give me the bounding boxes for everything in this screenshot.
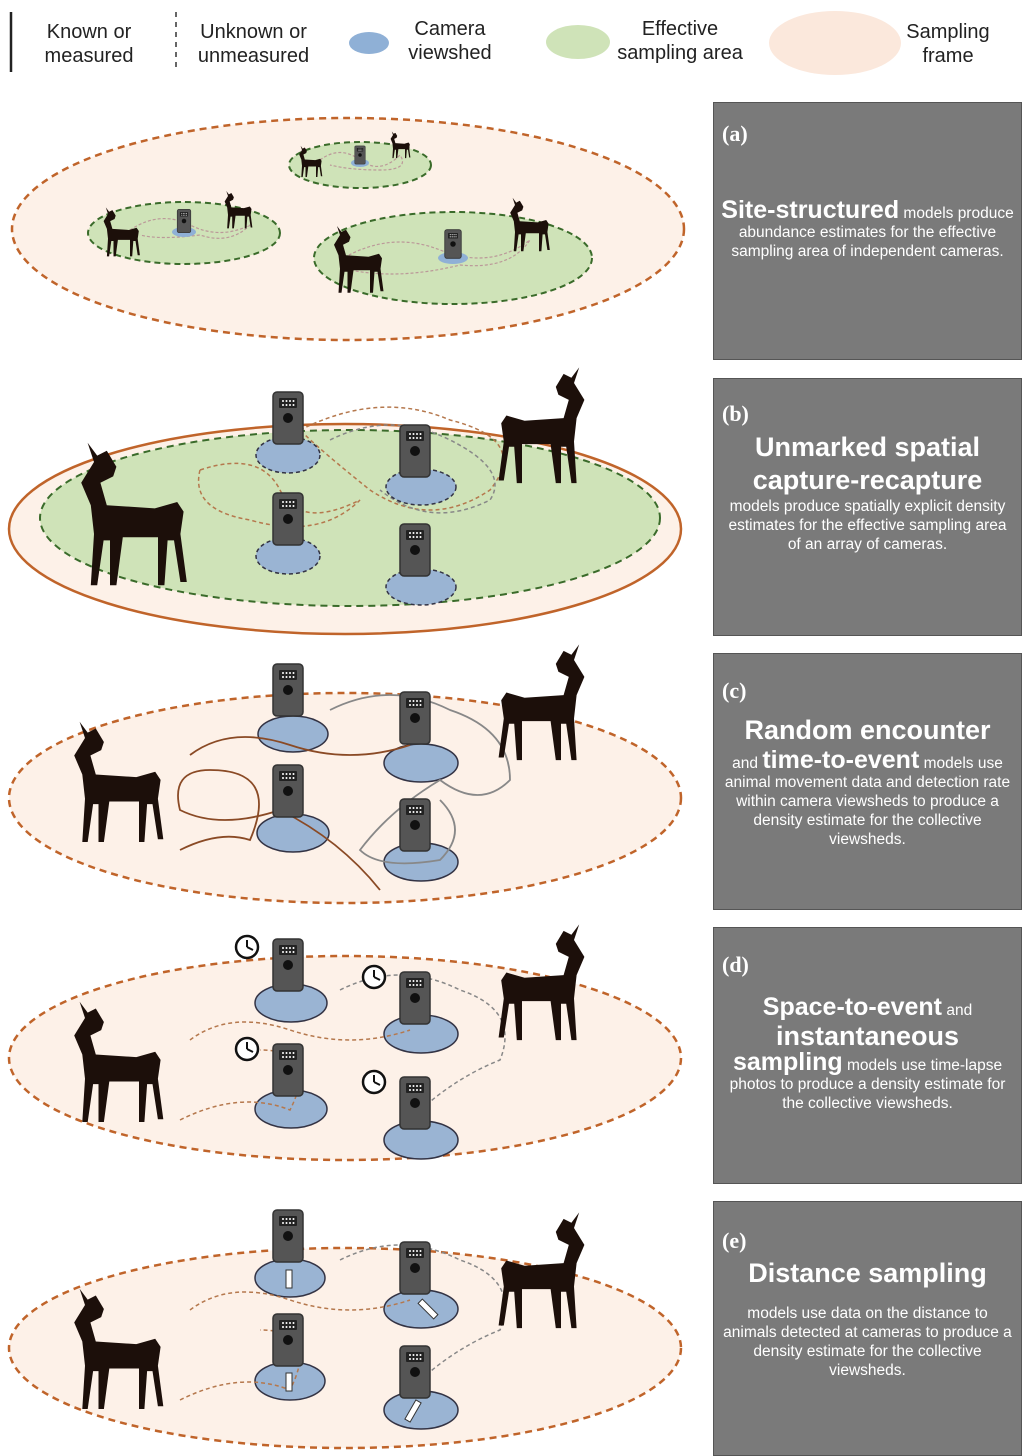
panel-and: and (732, 755, 763, 772)
panel-title: Site-structured (721, 196, 900, 224)
panel-title-line3: sampling (732, 1048, 843, 1076)
panel-c: (c) Random encounter and time-to-event m… (713, 653, 1022, 910)
panel-description: Site-structured models produce abundance… (720, 198, 1015, 261)
panel-title-line2: time-to-event (762, 746, 920, 774)
panel-description: Space-to-event and instantaneous samplin… (720, 995, 1015, 1113)
legend-frame-swatch (769, 11, 901, 75)
panel-body: models use time-lapse photos to produce … (729, 1057, 1006, 1112)
panel-tag: (d) (722, 952, 749, 977)
legend-viewshed-swatch (349, 32, 389, 54)
frame-d (7, 954, 683, 1162)
panel-title-line1: Random encounter (744, 715, 991, 745)
panel-body: models produce abundance estimates for t… (731, 205, 1014, 260)
legend-effective-swatch (546, 25, 610, 59)
effective-b (39, 429, 661, 607)
ruler-icon (285, 1372, 293, 1392)
clock-icon (234, 1036, 260, 1062)
panel-title-line2: instantaneous (775, 1021, 960, 1051)
panel-title-line2: capture-recapture (752, 465, 983, 495)
panel-tag: (b) (722, 401, 749, 426)
ruler-icon (417, 1298, 439, 1320)
panel-tag: (c) (722, 678, 747, 703)
panel-tag: (a) (722, 121, 748, 146)
clock-icon (234, 934, 260, 960)
panel-b: (b) Unmarked spatial capture-recapture m… (713, 378, 1022, 636)
panel-body: models use animal movement data and dete… (724, 755, 1011, 848)
ruler-icon (285, 1269, 293, 1289)
panel-description: Unmarked spatial capture-recapture model… (720, 431, 1015, 554)
frame-c (7, 691, 683, 905)
panel-description: Distance sampling models use data on the… (720, 1257, 1015, 1380)
legend-known-label: Known or measured (44, 21, 134, 67)
panel-title-line1: Unmarked spatial (754, 432, 981, 462)
panel-title: Distance sampling (748, 1258, 987, 1288)
legend-frame-label: Sampling frame (906, 21, 990, 67)
panel-tag: (e) (722, 1228, 747, 1253)
ruler-icon (404, 1399, 422, 1423)
legend-unknown-label: Unknown or unmeasured (197, 21, 310, 67)
panel-e: (e) Distance sampling models use data on… (713, 1201, 1022, 1456)
panel-d: (d) Space-to-event and instantaneous sam… (713, 927, 1022, 1184)
clock-icon (361, 1069, 387, 1095)
clock-icon (361, 964, 387, 990)
legend-viewshed-label: Camera viewshed (408, 18, 492, 64)
panel-title-line1: Space-to-event (762, 993, 943, 1021)
legend-effective-label: Effective sampling area (617, 18, 743, 64)
panel-description: Random encounter and time-to-event model… (720, 714, 1015, 849)
panel-and: and (942, 1002, 973, 1019)
panel-body: models use data on the distance to anima… (723, 1305, 1012, 1379)
panel-body: models produce spatially explicit densit… (728, 498, 1007, 553)
frame-e (7, 1246, 683, 1450)
panel-a: (a) Site-structured models produce abund… (713, 102, 1022, 360)
